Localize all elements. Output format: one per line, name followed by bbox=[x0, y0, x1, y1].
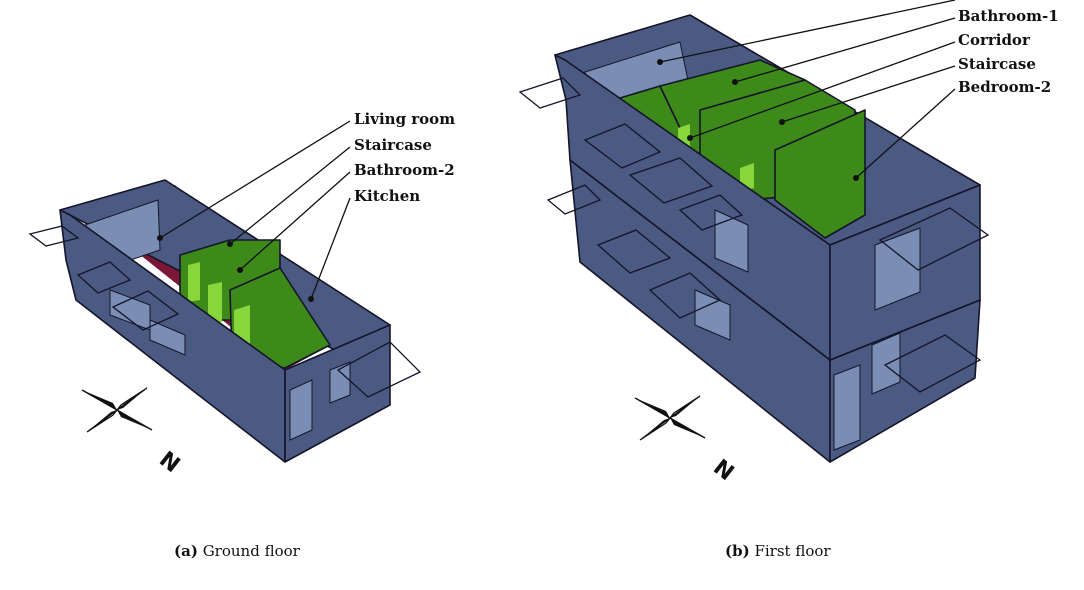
caption-a-tag: (a) bbox=[174, 542, 198, 560]
leader-top bbox=[659, 0, 956, 63]
label-bathroom-1: Bathroom-1 bbox=[958, 7, 1059, 25]
bedroom-2-block bbox=[774, 109, 866, 239]
front-window-2 bbox=[149, 319, 186, 356]
label-corridor: Corridor bbox=[958, 31, 1031, 49]
staircase-door bbox=[188, 262, 200, 302]
anchor-corridor bbox=[687, 135, 693, 141]
lower-end-door bbox=[833, 364, 861, 451]
upper-end-window bbox=[874, 227, 921, 311]
anchor-staircase-a bbox=[227, 241, 233, 247]
leader-bedroom-2 bbox=[855, 88, 956, 179]
shade-1 bbox=[28, 225, 80, 247]
caption-b-text: First floor bbox=[754, 542, 831, 560]
shade-4 bbox=[336, 341, 422, 398]
shade-2 bbox=[76, 261, 132, 294]
end-door bbox=[329, 361, 351, 404]
anchor-bedroom-2 bbox=[853, 175, 859, 181]
lower-end-window bbox=[871, 332, 901, 395]
leader-staircase-b bbox=[781, 65, 956, 123]
shade-b-5 bbox=[546, 184, 602, 215]
leader-corridor bbox=[689, 41, 956, 139]
label-kitchen: Kitchen bbox=[354, 187, 420, 205]
label-bedroom-2: Bedroom-2 bbox=[958, 78, 1051, 96]
compass-n-b: N bbox=[708, 455, 738, 486]
shade-b-8 bbox=[878, 207, 990, 271]
shade-b-6 bbox=[596, 229, 672, 274]
leader-kitchen bbox=[310, 197, 351, 300]
ground-floor-leaders bbox=[157, 120, 351, 302]
upper-front-window bbox=[714, 209, 749, 273]
caption-b-tag: (b) bbox=[725, 542, 750, 560]
label-bathroom-2: Bathroom-2 bbox=[354, 161, 455, 179]
leader-bathroom-2 bbox=[239, 171, 351, 271]
leader-living-room bbox=[159, 120, 351, 239]
leader-bathroom-1 bbox=[734, 17, 956, 83]
first-floor-model bbox=[518, 14, 990, 463]
anchor-kitchen bbox=[308, 296, 314, 302]
bathroom-door bbox=[208, 282, 222, 325]
anchor-living-room bbox=[157, 235, 163, 241]
shade-b-1 bbox=[518, 77, 582, 109]
shade-b-9 bbox=[883, 334, 982, 393]
label-staircase-b: Staircase bbox=[958, 55, 1036, 73]
caption-b: (b) First floor bbox=[725, 542, 831, 560]
anchor-staircase-b bbox=[779, 119, 785, 125]
ground-floor-model bbox=[28, 179, 422, 463]
shade-b-7 bbox=[648, 272, 722, 319]
label-staircase-a: Staircase bbox=[354, 136, 432, 154]
leader-staircase-a bbox=[229, 146, 351, 245]
shade-3 bbox=[111, 290, 180, 331]
caption-a-text: Ground floor bbox=[202, 542, 300, 560]
shade-b-2 bbox=[583, 123, 662, 169]
anchor-bathroom-1 bbox=[732, 79, 738, 85]
anchor-bathroom-2 bbox=[237, 267, 243, 273]
shade-b-4 bbox=[678, 194, 744, 231]
end-window bbox=[289, 379, 313, 441]
caption-a: (a) Ground floor bbox=[174, 542, 300, 560]
label-living-room: Living room bbox=[354, 110, 455, 128]
first-floor-leaders bbox=[657, 0, 956, 181]
lower-front-window bbox=[694, 289, 731, 341]
compass-rose-b bbox=[634, 395, 706, 441]
shade-b-3 bbox=[628, 157, 714, 204]
compass-rose-a bbox=[81, 387, 153, 433]
anchor-top bbox=[657, 59, 663, 65]
compass-n-a: N bbox=[154, 447, 184, 478]
